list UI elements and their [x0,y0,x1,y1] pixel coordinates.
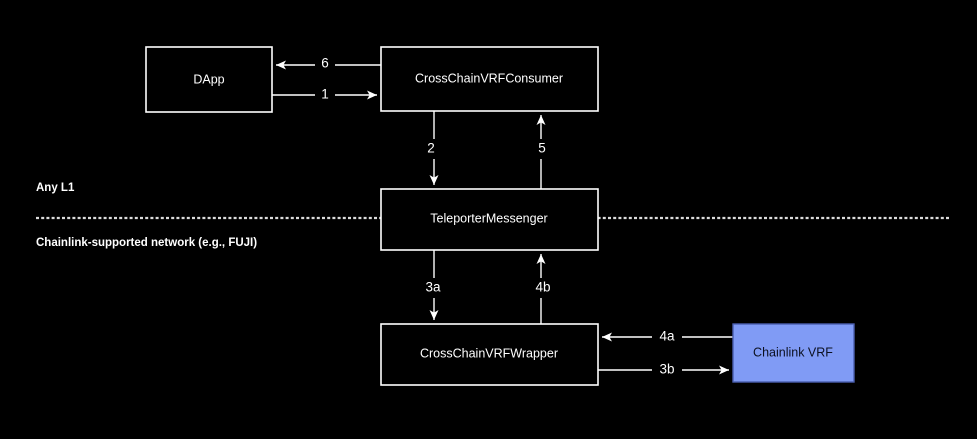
edge-5-label: 5 [538,141,546,156]
node-cross-chain-vrf-consumer-rect[interactable] [380,46,599,112]
node-cross-chain-vrf-wrapper-rect[interactable] [380,323,599,386]
node-cross-chain-vrf-wrapper[interactable]: CrossChainVRFWrapper [380,323,599,386]
edge-3a-label-bg [418,278,448,298]
edge-1: 1 [272,85,377,105]
node-chainlink-vrf-rect[interactable] [732,323,855,383]
edge-4a-label: 4a [659,329,675,344]
node-dapp[interactable]: DApp [145,46,273,113]
edge-6-label: 6 [321,56,329,71]
edge-3b-label-bg [652,360,682,380]
edge-4b-label: 4b [535,280,550,295]
zone-label-any-l1: Any L1 [36,182,75,194]
edge-2-label-bg [421,139,441,159]
node-dapp-rect[interactable] [145,46,273,113]
node-teleporter-messenger-rect[interactable] [380,188,599,251]
edge-6-label-bg [315,54,335,74]
node-cross-chain-vrf-consumer-label: CrossChainVRFConsumer [415,71,563,85]
edge-3b-label: 3b [659,362,674,377]
edge-5: 5 [532,115,552,189]
edge-4a: 4a [602,327,733,347]
edge-4a-label-bg [652,327,682,347]
node-teleporter-messenger-label: TeleporterMessenger [430,211,547,225]
zone-label-chainlink-network: Chainlink-supported network (e.g., FUJI) [36,237,257,249]
edge-6: 6 [276,54,381,74]
edge-3a: 3a [418,250,448,320]
edge-2: 2 [421,111,441,185]
edge-5-label-bg [532,139,552,159]
node-teleporter-messenger[interactable]: TeleporterMessenger [380,188,599,251]
edge-4b-label-bg [528,278,558,298]
edge-1-label-bg [315,85,335,105]
edge-3b: 3b [598,360,729,380]
node-dapp-label: DApp [193,72,224,86]
node-chainlink-vrf[interactable]: Chainlink VRF [732,323,855,383]
edge-1-label: 1 [321,87,329,102]
edge-3a-label: 3a [425,280,441,295]
edge-2-label: 2 [427,141,435,156]
node-cross-chain-vrf-consumer[interactable]: CrossChainVRFConsumer [380,46,599,112]
edge-4b: 4b [528,254,558,324]
node-cross-chain-vrf-wrapper-label: CrossChainVRFWrapper [420,346,558,360]
node-chainlink-vrf-label: Chainlink VRF [753,345,833,359]
